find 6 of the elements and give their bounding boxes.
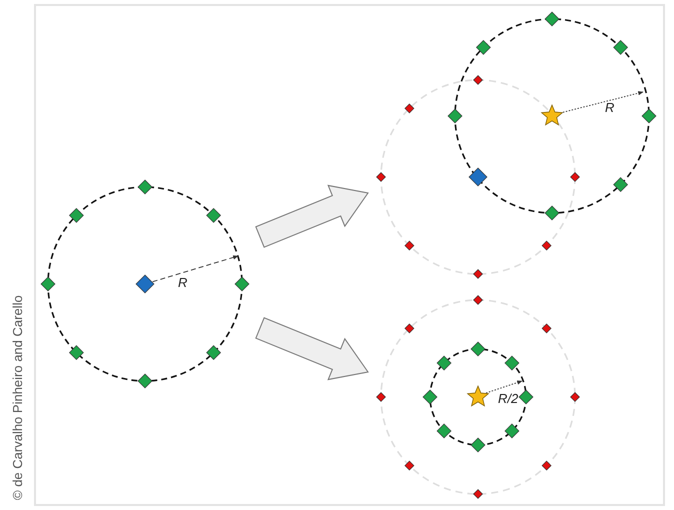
- radius-label: R: [605, 101, 614, 114]
- block-arrow: [255, 184, 369, 248]
- radius-label: R/2: [498, 392, 518, 405]
- radius-label: R: [178, 276, 188, 289]
- block-arrow: [255, 317, 369, 380]
- copyright-note: © de Carvalho Pinheiro and Carello: [10, 295, 25, 500]
